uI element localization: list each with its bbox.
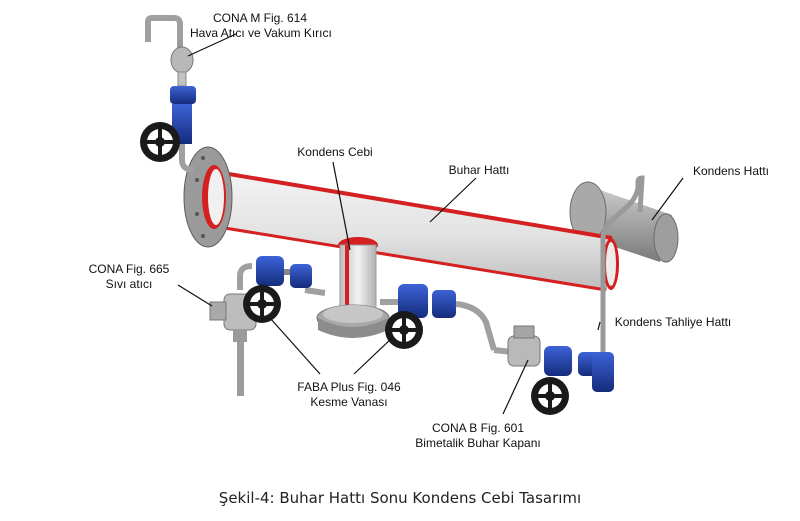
- label-cona-665-line2: Sıvı atıcı: [105, 277, 153, 291]
- cona-665-assembly: [209, 256, 326, 396]
- label-cona-665-line1: CONA Fig. 665: [88, 262, 170, 276]
- callout-lines: [177, 33, 684, 415]
- faba-right-assembly: [380, 284, 497, 351]
- label-cona-m-line1: CONA M Fig. 614: [212, 11, 308, 25]
- label-cona-b-line1: CONA B Fig. 601: [431, 421, 525, 435]
- label-cona-665: CONA Fig. 665 Sıvı atıcı: [80, 262, 178, 292]
- label-kondens-cebi: Kondens Cebi: [297, 145, 373, 159]
- label-faba-line1: FABA Plus Fig. 046: [297, 380, 401, 394]
- label-faba: FABA Plus Fig. 046 Kesme Vanası: [274, 380, 424, 410]
- cona-b-body: [507, 335, 541, 367]
- cona-b-handwheel: [531, 377, 569, 415]
- cona-m-body: [170, 46, 194, 74]
- kondens-tahliye-pipe: [592, 175, 645, 392]
- label-cona-m-line2: Hava Atıcı ve Vakum Kırıcı: [190, 26, 332, 40]
- cona-m-vent-assembly: [145, 15, 196, 173]
- left-flange: [183, 146, 233, 248]
- label-cona-b: CONA B Fig. 601 Bimetalik Buhar Kapanı: [398, 421, 558, 451]
- buhar-hatti-pipe: [199, 168, 619, 292]
- faba-handwheel-right: [385, 311, 423, 349]
- figure-caption: Şekil-4: Buhar Hattı Sonu Kondens Cebi T…: [218, 489, 582, 507]
- cona-b-assembly: [493, 325, 606, 376]
- label-cona-m: CONA M Fig. 614 Hava Atıcı ve Vakum Kırı…: [190, 11, 332, 41]
- cona-b-valve: [544, 346, 572, 376]
- label-buhar-hatti: Buhar Hattı: [448, 163, 510, 177]
- label-cona-b-line2: Bimetalik Buhar Kapanı: [415, 436, 541, 450]
- top-handwheel: [140, 122, 180, 162]
- faba-valve-right: [398, 284, 428, 318]
- label-kondens-hatti: Kondens Hattı: [692, 164, 770, 178]
- kondens-cebi-leg: [316, 237, 390, 338]
- label-kondens-tahliye: Kondens Tahliye Hattı: [614, 315, 732, 329]
- faba-handwheel-left: [243, 285, 281, 323]
- cona-m-valve: [170, 86, 196, 104]
- faba-valve-left: [256, 256, 284, 286]
- label-faba-line2: Kesme Vanası: [310, 395, 388, 409]
